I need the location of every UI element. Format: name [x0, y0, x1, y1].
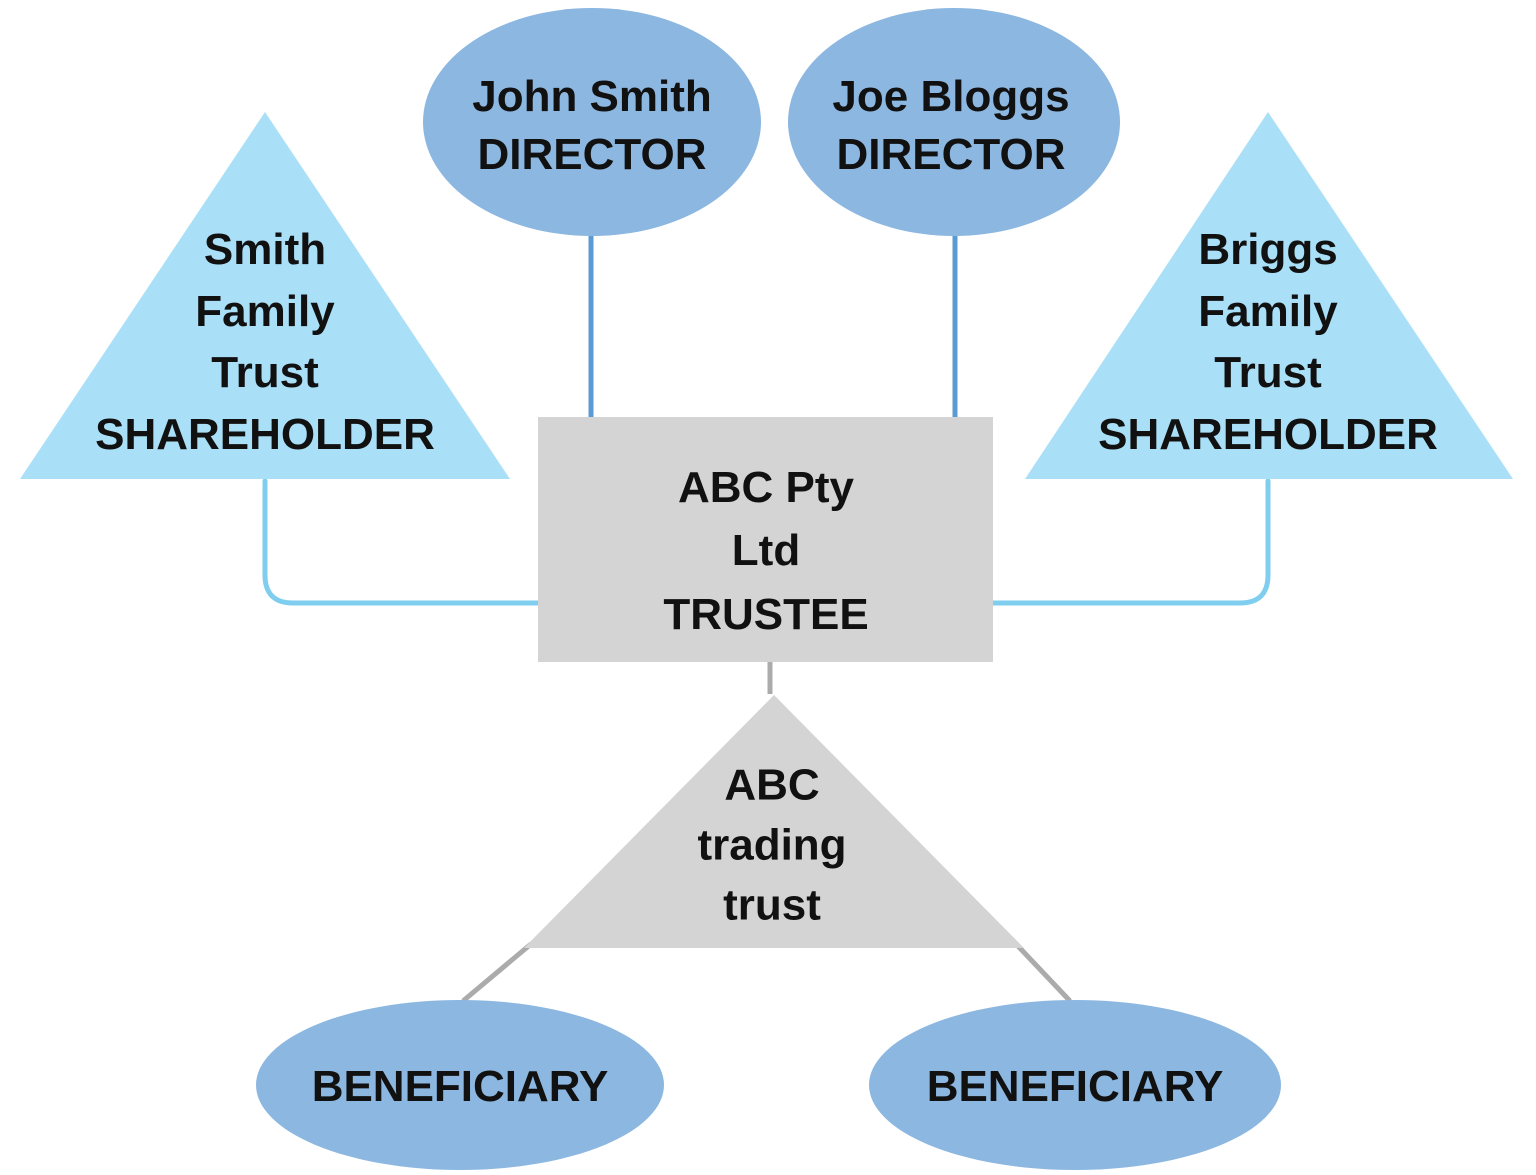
shareholder-right-label: Briggs Family Trust SHAREHOLDER	[1098, 224, 1438, 459]
connector-shareholder-right-to-trustee	[990, 478, 1271, 606]
shareholder-left-triangle	[20, 112, 510, 479]
beneficiary-left-label: BENEFICIARY	[311, 1062, 609, 1111]
trading-trust-triangle	[524, 695, 1024, 948]
beneficiary-left-ellipse	[256, 1000, 664, 1170]
connector-trading-trust-to-beneficiary-left	[461, 942, 533, 1003]
shareholder-right-triangle	[1025, 112, 1513, 479]
shareholder-left-label: Smith Family Trust SHAREHOLDER	[95, 224, 435, 459]
connector-trading-trust-to-beneficiary-right	[1014, 942, 1072, 1003]
trustee-rectangle	[538, 417, 993, 662]
trustee-label: ABC Pty Ltd TRUSTEE	[663, 462, 869, 639]
beneficiary-right-label: BENEFICIARY	[926, 1062, 1224, 1111]
director-left-label: John Smith DIRECTOR	[472, 71, 712, 179]
director-right-ellipse	[788, 8, 1120, 236]
director-left-ellipse	[423, 8, 761, 236]
director-right-label: Joe Bloggs DIRECTOR	[832, 71, 1070, 179]
beneficiary-right-ellipse	[869, 1000, 1281, 1170]
connector-shareholder-left-to-trustee	[262, 478, 541, 606]
trading-trust-label: ABC trading trust	[697, 760, 847, 929]
